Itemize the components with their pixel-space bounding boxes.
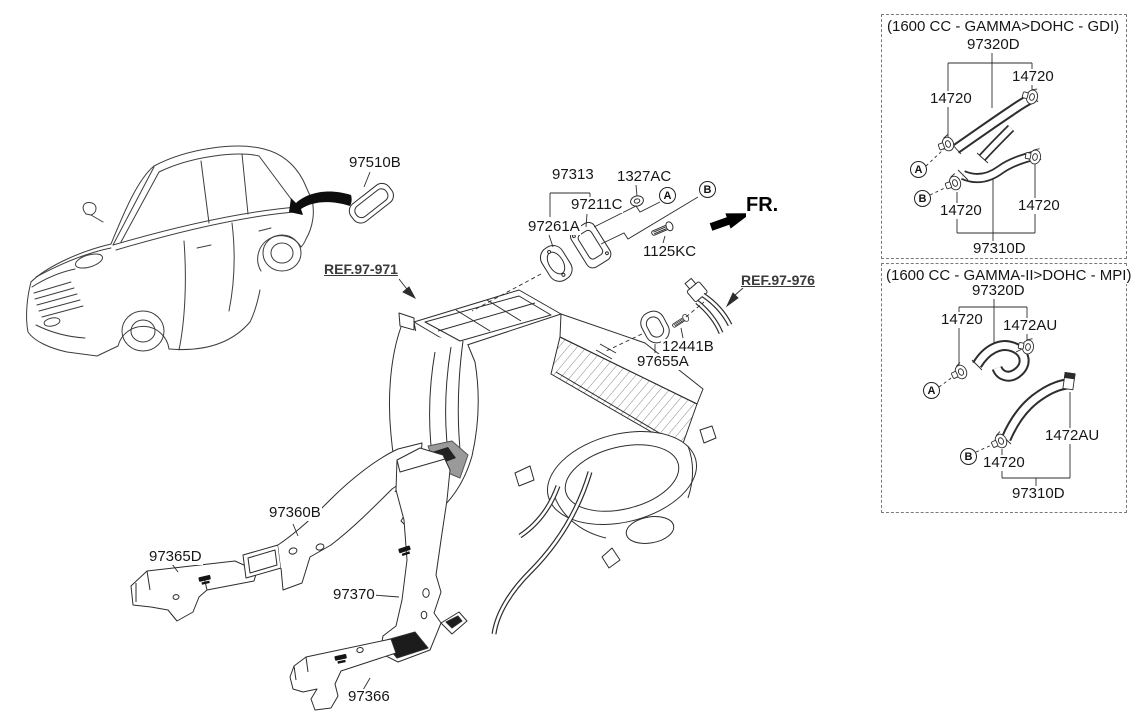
box1-label-97310d: 97310D xyxy=(972,240,1027,257)
nut-1327ac-icon xyxy=(628,193,646,209)
box1-label-97320d: 97320D xyxy=(966,36,1021,53)
part-label-97655a: 97655A xyxy=(636,353,690,370)
box2-clamp-label-r: 1472AU xyxy=(1044,427,1101,444)
duct-97360b xyxy=(242,442,423,591)
duct-97366 xyxy=(289,638,397,711)
gasket-97261a xyxy=(539,245,573,282)
part-label-12441b: 12441B xyxy=(661,338,715,355)
box2-clamp-label-tr: 1472AU xyxy=(1002,317,1059,334)
box1-clamp-label-tr: 14720 xyxy=(1011,68,1055,85)
variant-box-2-art xyxy=(938,298,1076,486)
variant-box-1-art xyxy=(925,52,1043,241)
part-label-1327ac: 1327AC xyxy=(616,168,673,185)
heater-hose-assembly xyxy=(684,277,733,335)
part-label-97360b: 97360B xyxy=(268,504,322,521)
box2-callout-a: A xyxy=(923,382,940,399)
box2-clamp-label-tl: 14720 xyxy=(940,311,984,328)
box2-label-97320d: 97320D xyxy=(971,282,1026,299)
variant-box-mpi xyxy=(881,263,1127,513)
ref-label-97-976: REF.97-976 xyxy=(741,272,815,288)
car-illustration xyxy=(26,145,314,357)
part-label-97366: 97366 xyxy=(347,688,391,705)
heater-assembly xyxy=(382,289,717,635)
part-label-97313: 97313 xyxy=(551,166,595,183)
box2-label-97310d: 97310D xyxy=(1011,485,1066,502)
variant-box-gdi-title: (1600 CC - GAMMA>DOHC - GDI) xyxy=(885,18,1122,35)
location-arrow xyxy=(289,191,352,215)
box1-clamp-label-br: 14720 xyxy=(1017,197,1061,214)
grommet-97510b xyxy=(348,182,394,224)
part-label-97261a: 97261A xyxy=(527,218,581,235)
box2-callout-b: B xyxy=(960,448,977,465)
dashed-links xyxy=(471,273,705,353)
part-label-97365d: 97365D xyxy=(148,548,203,565)
part-label-97211c: 97211C xyxy=(570,196,624,213)
duct-97365d xyxy=(130,560,258,622)
box1-clamp-label-bl: 14720 xyxy=(939,202,983,219)
fr-direction-label: FR. xyxy=(746,194,779,217)
variant-box-gdi xyxy=(881,14,1127,259)
part-label-97510b: 97510B xyxy=(348,154,402,171)
part-label-1125kc: 1125KC xyxy=(642,243,698,260)
fr-arrow xyxy=(709,213,751,231)
box2-clamp-label-b: 14720 xyxy=(982,454,1026,471)
box1-clamp-label-tl: 14720 xyxy=(929,90,973,107)
grommet-97655a xyxy=(640,310,670,344)
callout-leaders xyxy=(593,196,699,245)
callout-b: B xyxy=(699,181,716,198)
box1-callout-b: B xyxy=(914,190,931,207)
ref-label-97-971: REF.97-971 xyxy=(324,261,398,277)
callout-a: A xyxy=(659,187,676,204)
part-label-97370: 97370 xyxy=(332,586,376,603)
leader-lines xyxy=(171,171,744,691)
box1-callout-a: A xyxy=(910,161,927,178)
variant-box-mpi-title: (1600 CC - GAMMA-II>DOHC - MPI) xyxy=(884,267,1133,284)
